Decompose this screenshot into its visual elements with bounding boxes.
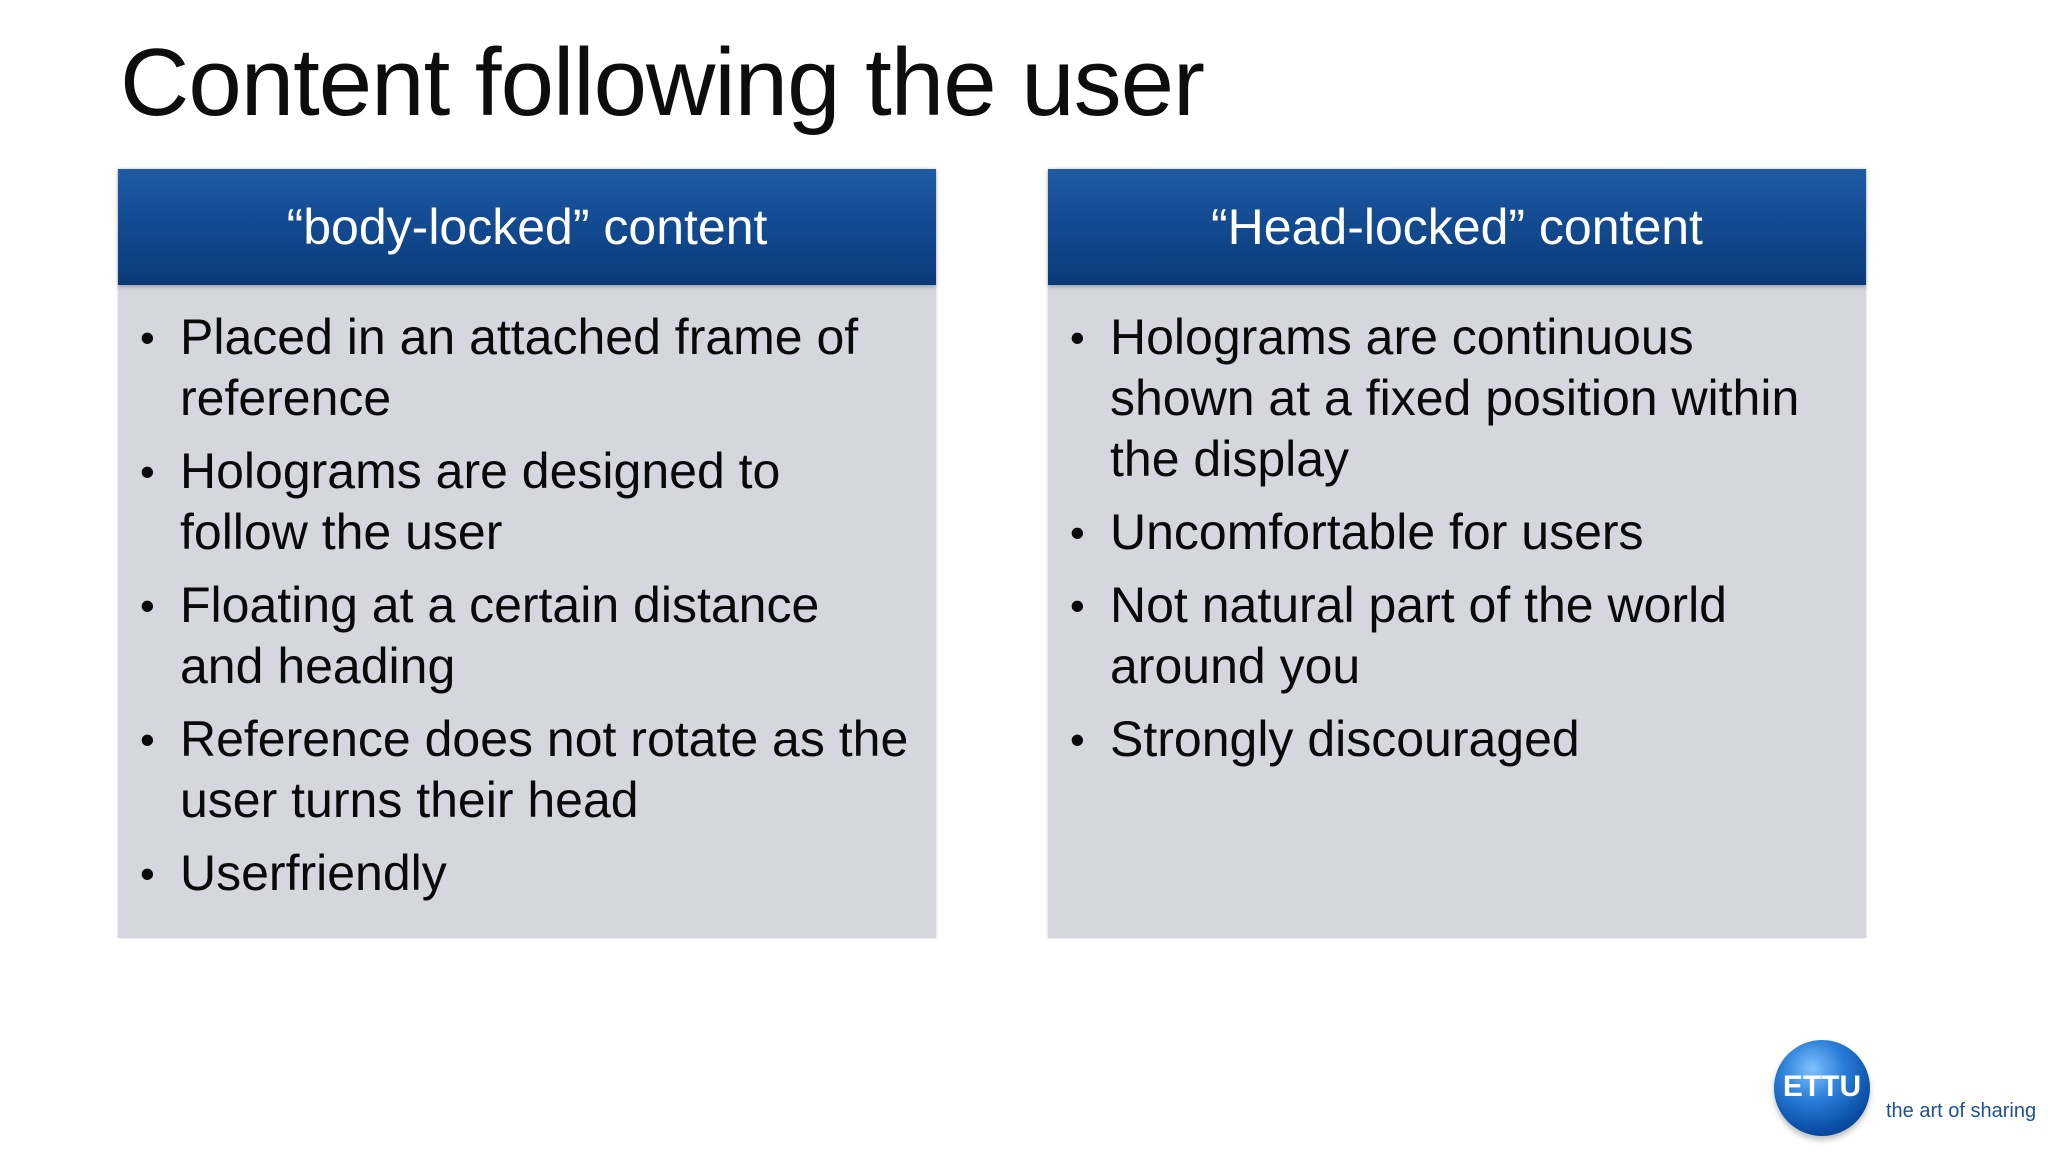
bullet-dot-icon: • [140,448,155,495]
head-locked-panel-header: “Head-locked” content [1048,169,1866,285]
logo-text: ETTU [1782,1070,1862,1103]
bullet-text: Uncomfortable for users [1110,504,1644,560]
bullet-dot-icon: • [1070,716,1085,763]
bullet-text: Not natural part of the world around you [1110,577,1727,694]
bullet-dot-icon: • [140,582,155,629]
bullet-text: Holograms are designed to follow the use… [180,443,781,560]
head-locked-panel: “Head-locked” content • Holograms are con… [1048,169,1866,938]
bullet-text: Reference does not rotate as the user tu… [180,711,909,828]
bullet-dot-icon: • [140,716,155,763]
bullet-text: Holograms are continuous shown at a fixe… [1110,309,1800,487]
slide-title: Content following the user [120,29,1205,136]
bullet-text: Userfriendly [180,845,447,901]
bullet-text: Strongly discouraged [1110,711,1580,767]
bullet-dot-icon: • [1070,582,1085,629]
bullet-text: Placed in an attached frame of reference [180,309,859,426]
bullet-dot-icon: • [1070,509,1085,556]
bullet-dot-icon: • [1070,314,1085,361]
body-locked-panel: “body-locked” content • Placed in an atta… [118,169,936,938]
body-locked-panel-header: “body-locked” content [118,169,936,285]
head-locked-bullet-list: • Holograms are continuous shown at a fix… [1048,285,1866,770]
list-item: • Strongly discouraged [1070,709,1846,770]
list-item: • Uncomfortable for users [1070,502,1846,563]
bullet-text: Floating at a certain distance and headi… [180,577,820,694]
list-item: • Holograms are designed to follow the us… [140,441,916,563]
body-locked-bullet-list: • Placed in an attached frame of referenc… [118,285,936,904]
bullet-dot-icon: • [140,314,155,361]
globe-logo-icon [1774,1040,1870,1136]
list-item: • Userfriendly [140,843,916,904]
bullet-dot-icon: • [140,850,155,897]
list-item: • Not natural part of the world around yo… [1070,575,1846,697]
list-item: • Reference does not rotate as the user t… [140,709,916,831]
list-item: • Holograms are continuous shown at a fix… [1070,307,1846,490]
logo-tagline: the art of sharing [1886,1100,2037,1122]
ettu-logo: ETTU [1774,1040,1874,1140]
list-item: • Floating at a certain distance and head… [140,575,916,697]
list-item: • Placed in an attached frame of referenc… [140,307,916,429]
